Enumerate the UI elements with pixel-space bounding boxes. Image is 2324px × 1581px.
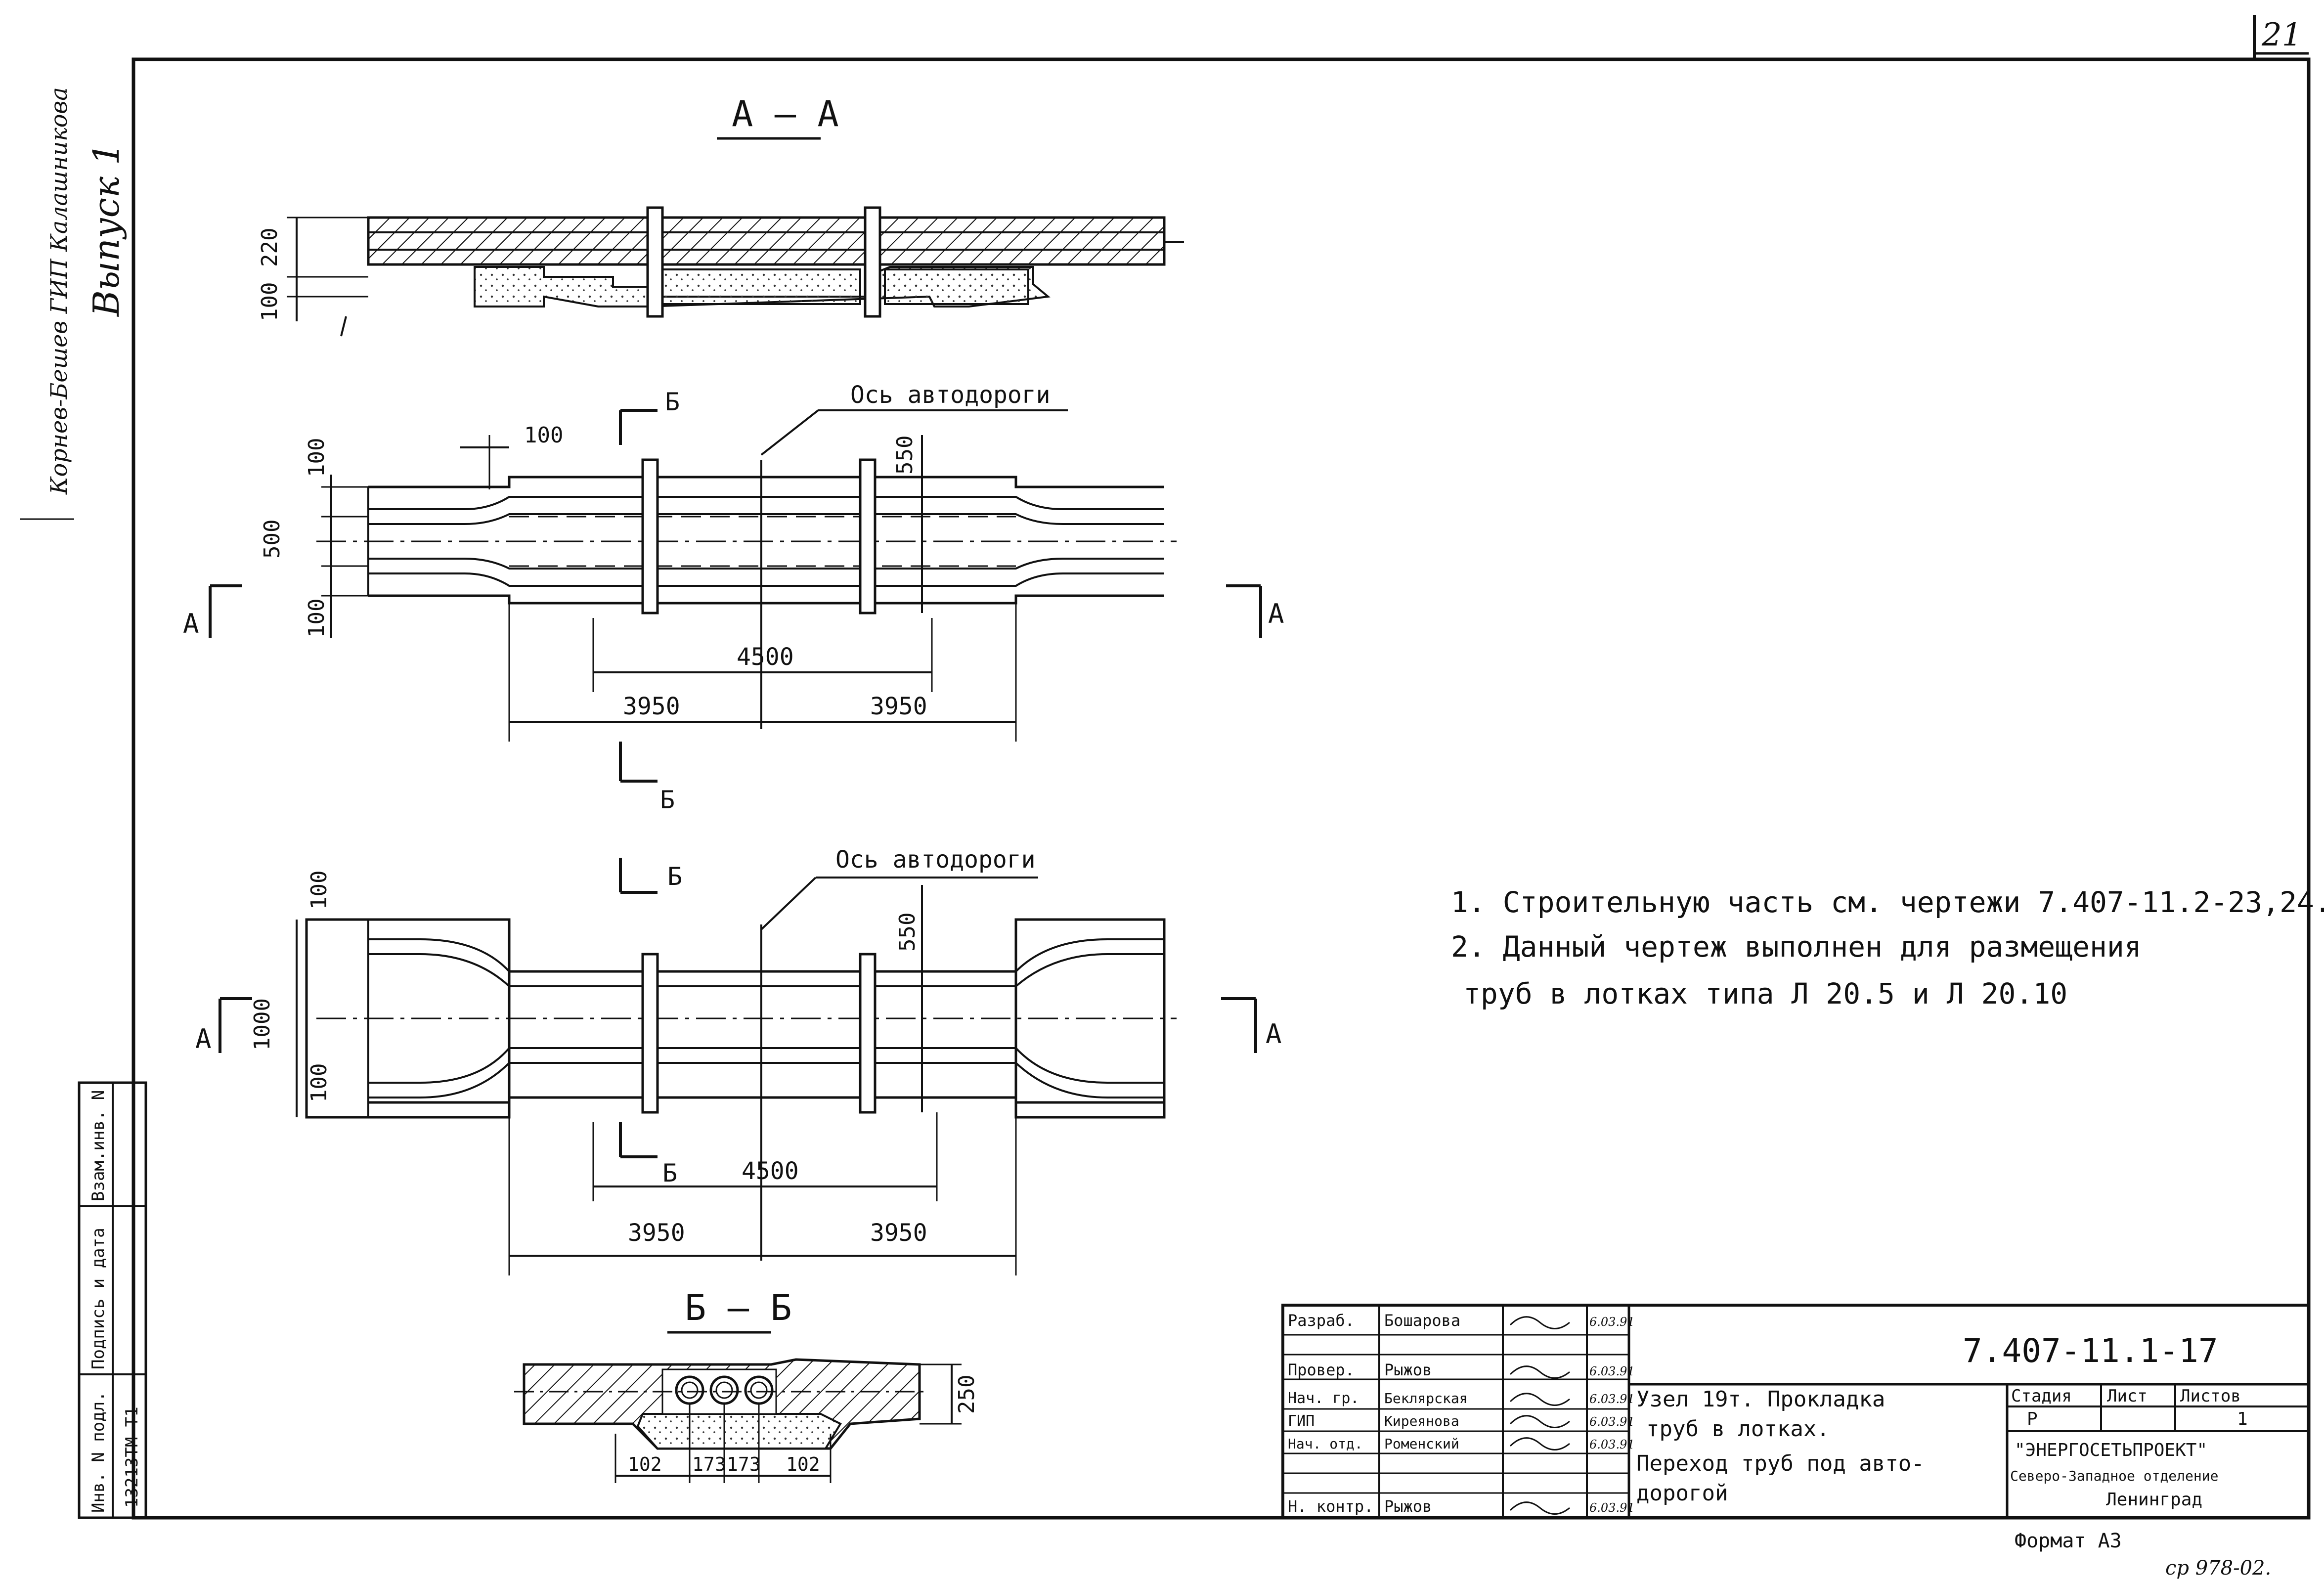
- plan2-axis-label: Ось автодороги: [835, 846, 1036, 874]
- sheet-frame: 21: [132, 15, 2311, 1520]
- sheet-number: 21: [2261, 17, 2302, 53]
- tb-date-2: 6.03.91: [1589, 1392, 1635, 1406]
- tb-desc-3: дорогой: [1636, 1481, 1728, 1506]
- plan2-dim-half-right: 3950: [870, 1219, 927, 1247]
- bb-dim-173-a: 173: [692, 1453, 726, 1475]
- margin-handwritten-approval: Корнев-Бешев ГИП Калашникова: [45, 87, 72, 495]
- title-block: Разраб. Бошарова 6.03.91 Провер. Рыжов 6…: [1281, 1304, 2310, 1519]
- section-aa: А – А 220 100: [257, 93, 1184, 337]
- plan1-dim-half-right: 3950: [870, 693, 927, 720]
- plan1-dim-span: 4500: [737, 643, 794, 671]
- plan2-side-right: А: [1266, 1018, 1282, 1050]
- tb-org-2: Ленинград: [2106, 1490, 2202, 1510]
- plan-2: Б Б Ось автодороги 100 1000: [195, 846, 1282, 1275]
- tb-desc-0: Узел 19т. Прокладка: [1636, 1387, 1885, 1412]
- notes: 1. Строительную часть см. чертежи 7.407-…: [1451, 885, 2324, 1010]
- plan1-dim-top-100: 100: [524, 423, 563, 448]
- aa-dim-100: 100: [257, 282, 282, 321]
- tb-date-3: 6.03.91: [1589, 1415, 1635, 1429]
- plan1-dim-left-bottom: 100: [304, 599, 329, 638]
- archive-stamp: ср 978-02.: [2165, 1557, 2271, 1580]
- tb-date-4: 6.03.91: [1589, 1438, 1635, 1451]
- tb-desc-2: Переход труб под авто-: [1636, 1451, 1925, 1476]
- plan1-side-right: А: [1268, 598, 1284, 629]
- bb-dim-173-b: 173: [727, 1453, 761, 1475]
- tb-sheets-value: 1: [2237, 1409, 2248, 1429]
- tb-role-5: Н. контр.: [1288, 1497, 1373, 1516]
- plan1-dim-left-top: 100: [304, 438, 329, 477]
- format-label: Формат А3: [2015, 1530, 2122, 1552]
- section-aa-title: А – А: [732, 93, 839, 134]
- plan2-dim-left-mid: 1000: [250, 998, 275, 1051]
- plan1-side-left: А: [183, 608, 199, 639]
- plan2-dim-left-top: 100: [307, 871, 332, 910]
- tb-stage-value: Р: [2027, 1409, 2038, 1429]
- tb-org-1: Северо-Западное отделение: [2010, 1468, 2218, 1484]
- plan1-cut-label-top: Б: [665, 388, 680, 416]
- plan2-dim-left-bottom: 100: [307, 1063, 332, 1102]
- margin-label-inv: Инв. N подл.: [88, 1391, 108, 1513]
- note-1: 1. Строительную часть см. чертежи 7.407-…: [1451, 885, 2324, 919]
- plan1-dim-right: 550: [892, 436, 918, 475]
- tb-org-0: "ЭНЕРГОСЕТЬПРОЕКТ": [2015, 1440, 2207, 1460]
- note-2: 2. Данный чертеж выполнен для размещения: [1451, 930, 2142, 964]
- margin-label-replace: Взам.инв. N: [88, 1090, 108, 1201]
- tb-name-4: Роменский: [1384, 1436, 1459, 1452]
- tb-date-0: 6.03.91: [1589, 1315, 1635, 1329]
- plan1-dim-left-mid: 500: [260, 520, 285, 559]
- tb-role-4: Нач. отд.: [1288, 1436, 1363, 1452]
- plan2-dim-half-left: 3950: [628, 1219, 685, 1247]
- bb-dim-250: 250: [954, 1375, 979, 1414]
- tb-sheet-header: Лист: [2107, 1386, 2148, 1406]
- tb-role-2: Нач. гр.: [1288, 1390, 1359, 1407]
- plan1-axis-label: Ось автодороги: [850, 381, 1051, 409]
- plan1-dim-half-left: 3950: [623, 693, 680, 720]
- plan2-cut-label-top: Б: [667, 862, 682, 891]
- section-bb: Б – Б 250 102 173 173 102: [514, 1287, 979, 1483]
- note-2-cont: труб в лотках типа Л 20.5 и Л 20.10: [1463, 977, 2067, 1010]
- tb-desc-1: труб в лотках.: [1646, 1416, 1830, 1442]
- tb-name-0: Бошарова: [1384, 1311, 1460, 1330]
- plan2-dim-right: 550: [895, 913, 920, 952]
- tb-doc-code: 7.407-11.1-17: [1963, 1332, 2218, 1370]
- tb-date-1: 6.03.91: [1589, 1364, 1635, 1378]
- margin-inventory-number: 13213ТМ-Т1: [122, 1406, 142, 1508]
- plan2-dim-span: 4500: [742, 1157, 799, 1185]
- left-margin: Корнев-Бешев ГИП Калашникова Выпуск 1 Ин…: [20, 87, 147, 1519]
- tb-stage-header: Стадия: [2011, 1386, 2072, 1406]
- margin-issue: Выпуск 1: [86, 142, 127, 317]
- plan2-side-left: А: [195, 1023, 212, 1054]
- bb-dim-102-right: 102: [786, 1453, 820, 1475]
- tb-name-5: Рыжов: [1384, 1497, 1432, 1516]
- tb-date-5: 6.03.91: [1589, 1501, 1635, 1515]
- tb-role-3: ГИП: [1288, 1412, 1315, 1430]
- section-bb-title: Б – Б: [685, 1287, 792, 1328]
- tb-name-2: Беклярская: [1384, 1390, 1468, 1406]
- tb-role-1: Провер.: [1288, 1361, 1355, 1379]
- tb-role-0: Разраб.: [1288, 1311, 1355, 1330]
- margin-label-sign: Подпись и дата: [88, 1228, 108, 1369]
- aa-dim-220: 220: [257, 228, 282, 267]
- tb-sheets-header: Листов: [2180, 1386, 2241, 1406]
- tb-name-1: Рыжов: [1384, 1361, 1432, 1379]
- plan1-cut-label-bottom: Б: [660, 786, 675, 814]
- plan-1: Б Б Ось автодороги 100 100: [183, 381, 1284, 814]
- bb-dim-102-left: 102: [628, 1453, 662, 1475]
- plan2-cut-label-bottom: Б: [662, 1159, 677, 1187]
- tb-name-3: Киреянова: [1384, 1413, 1459, 1429]
